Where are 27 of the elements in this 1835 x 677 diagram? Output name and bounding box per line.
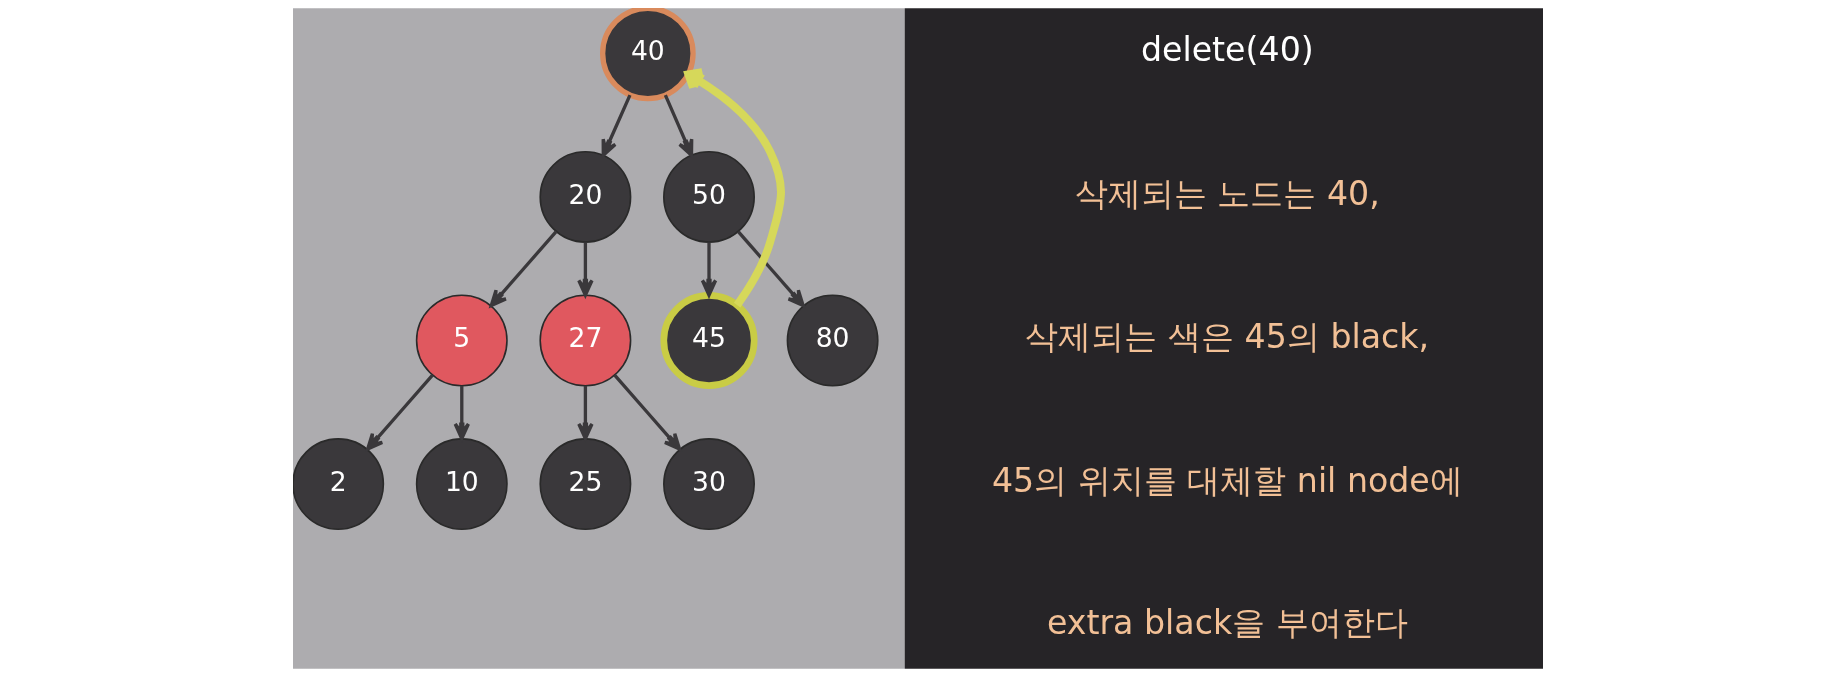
node-circle: 25 (538, 438, 631, 530)
arrow (576, 242, 594, 297)
arrow (601, 94, 631, 157)
arrow (683, 68, 785, 308)
node-circle: 45 (660, 291, 757, 389)
arrow (663, 94, 693, 157)
node-circle: 27 (538, 294, 631, 387)
node-circle: 10 (415, 438, 508, 530)
arrow (365, 374, 434, 451)
node-circle: 40 (599, 8, 696, 102)
node-circle: 80 (786, 294, 879, 387)
node-circle: 50 (662, 150, 755, 243)
arrow (700, 242, 717, 297)
node-circle: 5 (415, 294, 508, 387)
label: extra black을 부여한다 (1046, 602, 1408, 642)
arrow (612, 374, 681, 451)
label: 삭제되는 노드는 40, (1074, 173, 1380, 213)
node-circle: 30 (662, 438, 755, 530)
label: 삭제되는 색은 45의 black, (1025, 317, 1429, 357)
label: delete(40) (1140, 30, 1314, 70)
arrow (489, 230, 557, 308)
arrow (576, 386, 594, 441)
label: 45의 위치를 대체할 nil node에 (991, 461, 1463, 501)
node-circle: 2 (292, 438, 384, 530)
node-circle: 20 (538, 150, 631, 243)
arrow (736, 230, 805, 308)
arrow (453, 386, 470, 441)
